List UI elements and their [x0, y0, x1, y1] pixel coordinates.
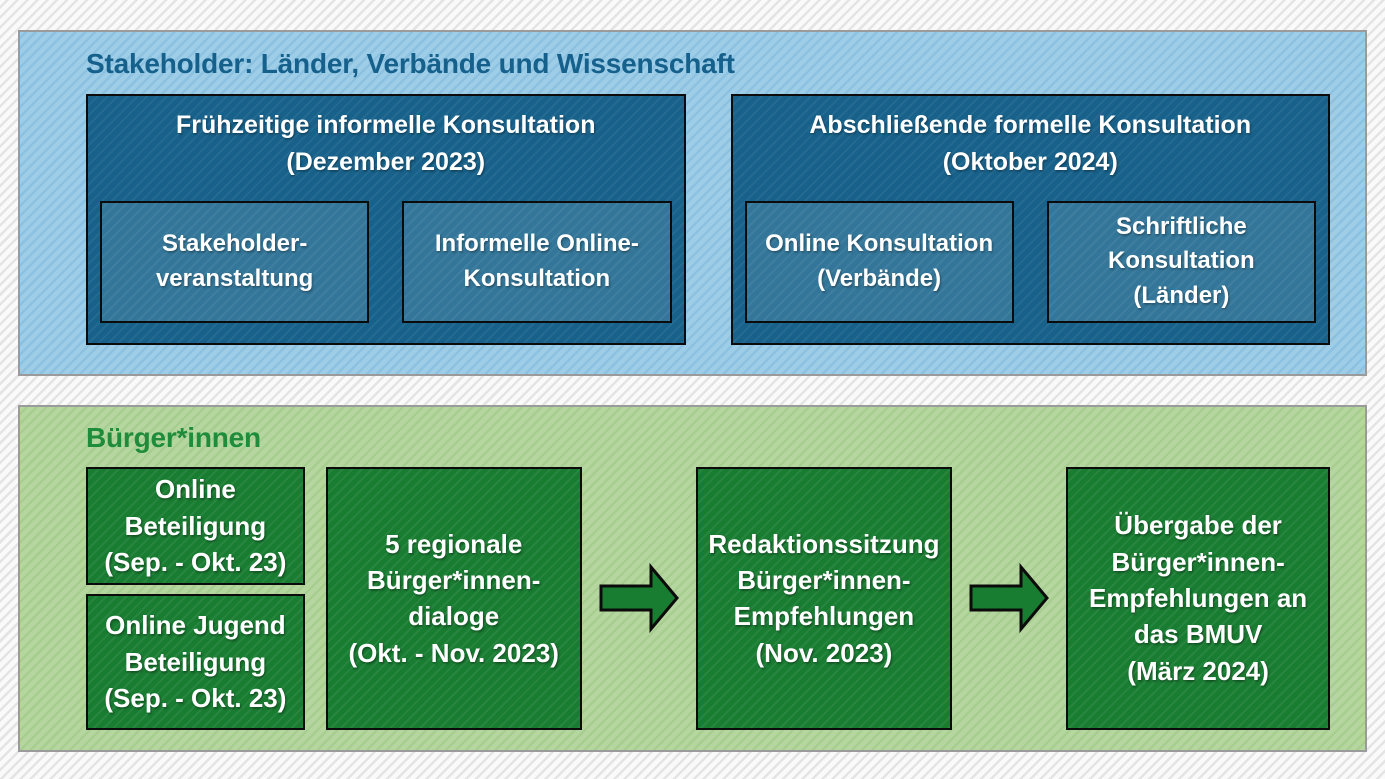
group-items-row: Stakeholder- veranstaltung Informelle On…	[88, 200, 684, 323]
final-formal-consultation-box: Abschließende formelle Konsultation (Okt…	[730, 93, 1330, 345]
arrow-right-icon	[969, 563, 1050, 634]
early-informal-consultation-box: Frühzeitige informelle Konsultation (Dez…	[86, 93, 686, 345]
consultation-groups: Frühzeitige informelle Konsultation (Dez…	[86, 93, 1330, 345]
stakeholder-event-box: Stakeholder- veranstaltung	[100, 200, 370, 323]
regional-dialogues-box: 5 regionale Bürger*innen- dialoge (Okt. …	[325, 466, 582, 730]
arrow-right-icon	[599, 563, 679, 634]
informal-online-consultation-box: Informelle Online- Konsultation	[402, 200, 672, 323]
flow-arrow-wrap	[952, 467, 1066, 730]
online-youth-participation-box: Online Jugend Beteiligung (Sep. - Okt. 2…	[86, 593, 305, 730]
group-title: Abschließende formelle Konsultation	[809, 110, 1252, 139]
citizens-panel: Bürger*innen Online Beteiligung (Sep. - …	[18, 405, 1367, 752]
flow-arrow-wrap	[582, 467, 696, 730]
handover-bmuv-box: Übergabe der Bürger*innen- Empfehlungen …	[1066, 466, 1330, 730]
editorial-session-box: Redaktionssitzung Bürger*innen- Empfehlu…	[695, 466, 953, 730]
online-consultation-associations-box: Online Konsultation (Verbände)	[744, 200, 1014, 323]
online-participation-stack: Online Beteiligung (Sep. - Okt. 23) Onli…	[86, 466, 305, 730]
group-date: (Oktober 2024)	[942, 148, 1118, 177]
group-date: (Dezember 2023)	[286, 148, 486, 177]
group-title: Frühzeitige informelle Konsultation	[176, 110, 596, 139]
stakeholder-panel-title: Stakeholder: Länder, Verbände und Wissen…	[86, 48, 735, 79]
stakeholder-panel: Stakeholder: Länder, Verbände und Wissen…	[18, 30, 1367, 376]
online-participation-box: Online Beteiligung (Sep. - Okt. 23)	[86, 466, 305, 585]
citizens-panel-title: Bürger*innen	[86, 422, 261, 453]
group-items-row: Online Konsultation (Verbände) Schriftli…	[733, 200, 1329, 323]
written-consultation-laender-box: Schriftliche Konsultation (Länder)	[1046, 200, 1316, 323]
group-heading: Abschließende formelle Konsultation (Okt…	[733, 96, 1329, 182]
group-heading: Frühzeitige informelle Konsultation (Dez…	[88, 96, 684, 182]
citizens-flow: Online Beteiligung (Sep. - Okt. 23) Onli…	[86, 466, 1330, 730]
